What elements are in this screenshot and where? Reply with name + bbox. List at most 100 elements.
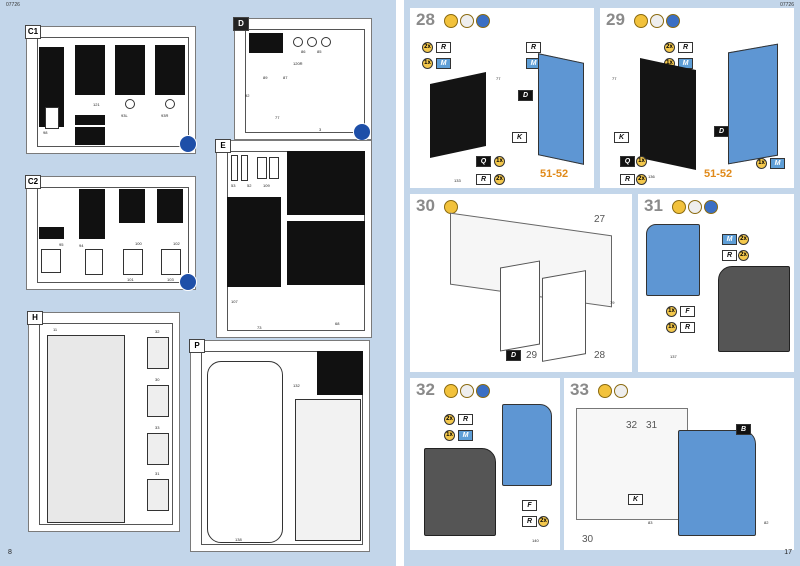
- window-part: [79, 189, 105, 239]
- paint-icon: [598, 384, 612, 398]
- color-flag: M: [458, 430, 473, 441]
- tree-label-e: E: [215, 139, 231, 153]
- color-flag: K: [628, 494, 643, 505]
- roof-part: [207, 361, 283, 543]
- door-panel: [678, 430, 756, 536]
- color-flag: R: [678, 42, 693, 53]
- window-glass: [45, 107, 59, 129]
- step-31: 31 M 2x R 2x 1x F 1x R 137: [638, 194, 794, 372]
- part-number: 86: [301, 49, 306, 54]
- part-callout: 30: [582, 534, 594, 545]
- quantity-badge: 1x: [636, 156, 647, 167]
- part-number: 85: [317, 49, 322, 54]
- revell-badge-icon: [353, 123, 371, 141]
- part-number: 103: [167, 277, 174, 282]
- color-flag: D: [518, 90, 533, 101]
- window-part: [165, 99, 175, 109]
- color-flag: F: [522, 500, 537, 511]
- step-29: 29 2x R 1x M 77 K Q 1x 136 R 2x D 1x M 5…: [600, 8, 794, 188]
- revell-badge-icon: [179, 273, 197, 291]
- window-part: [125, 99, 135, 109]
- door-panel: [502, 404, 552, 486]
- paint-icon: [672, 200, 686, 214]
- tree-label-c1: C1: [25, 25, 41, 39]
- door-panel: [728, 43, 778, 165]
- color-flag: F: [680, 306, 695, 317]
- part-number: 92: [245, 93, 250, 98]
- window-panel: [430, 72, 486, 158]
- door-panel: [542, 270, 586, 362]
- side-panel-part: [295, 399, 361, 541]
- part-callout: 32: [626, 420, 638, 431]
- part-number: 138: [235, 537, 242, 542]
- color-flag: K: [614, 132, 629, 143]
- paint-icon: [634, 14, 648, 28]
- step-number: 32: [416, 380, 435, 399]
- window-part: [155, 45, 185, 95]
- part-number: 53: [231, 183, 236, 188]
- part-number: 100: [135, 241, 142, 246]
- window-part: [227, 197, 281, 287]
- quantity-badge: 2x: [444, 414, 455, 425]
- color-flag: D: [714, 126, 729, 137]
- knob-part: [307, 37, 317, 47]
- page-number: 17: [784, 549, 792, 556]
- part-number: 33: [155, 425, 160, 430]
- tool-icon: [460, 384, 474, 398]
- window-part: [119, 189, 145, 223]
- color-flag: M: [770, 158, 785, 169]
- quantity-badge: 1x: [494, 156, 505, 167]
- color-flag: K: [512, 132, 527, 143]
- color-flag: R: [522, 516, 537, 527]
- part-number: 140: [532, 538, 539, 543]
- step-30: 30 27 D 29 28 79: [410, 194, 632, 372]
- quantity-badge: 2x: [538, 516, 549, 527]
- part: [269, 157, 279, 179]
- wiper-part: [241, 155, 248, 181]
- part-number: 3: [319, 127, 322, 132]
- kit-code: 07726: [780, 2, 794, 8]
- color-flag: R: [526, 42, 541, 53]
- wiper-part: [231, 155, 238, 181]
- page-gutter: [396, 0, 404, 566]
- sprue-c1: C1 98 121 93L 93R: [25, 25, 197, 154]
- part-number: 93R: [161, 113, 169, 118]
- part-number: 79: [610, 300, 615, 305]
- quantity-badge: 1x: [422, 58, 433, 69]
- part-number: 137: [670, 354, 677, 359]
- color-flag: R: [680, 322, 695, 333]
- seat-part: [147, 479, 169, 511]
- part-callout: 31: [646, 420, 658, 431]
- part-number: 120R: [293, 61, 303, 66]
- glue-icon: [666, 14, 680, 28]
- page-number: 8: [8, 549, 12, 556]
- van-cab: [576, 408, 688, 520]
- seat-part: [147, 433, 169, 465]
- tool-icon: [650, 14, 664, 28]
- window-part: [75, 45, 105, 95]
- window-part: [115, 45, 145, 95]
- part-number: 32: [155, 329, 160, 334]
- window-part: [75, 127, 105, 145]
- part-number: 68: [335, 321, 340, 326]
- knob-part: [321, 37, 331, 47]
- step-number: 31: [644, 196, 663, 215]
- tree-label-d: D: [233, 17, 249, 31]
- sprue-e: E 53 52 109 107 73 68: [215, 139, 372, 338]
- step-33: 33 32 31 B K 83 82 30: [564, 378, 794, 550]
- part-number: 132: [293, 383, 300, 388]
- step-number: 30: [416, 196, 435, 215]
- color-flag: R: [458, 414, 473, 425]
- part-number: 87: [283, 75, 288, 80]
- right-page: 07726 28 2x R 1x M R M D 77 K Q 1x 133 R…: [404, 0, 800, 566]
- color-flag: R: [476, 174, 491, 185]
- part-number: 52: [247, 183, 252, 188]
- color-flag: Q: [620, 156, 635, 167]
- part-number: 11: [53, 327, 58, 332]
- dash-part: [249, 33, 283, 53]
- step-reference: 51-52: [540, 168, 569, 180]
- color-flag: R: [620, 174, 635, 185]
- color-flag: R: [722, 250, 737, 261]
- color-flag: M: [722, 234, 737, 245]
- seat-part: [147, 385, 169, 417]
